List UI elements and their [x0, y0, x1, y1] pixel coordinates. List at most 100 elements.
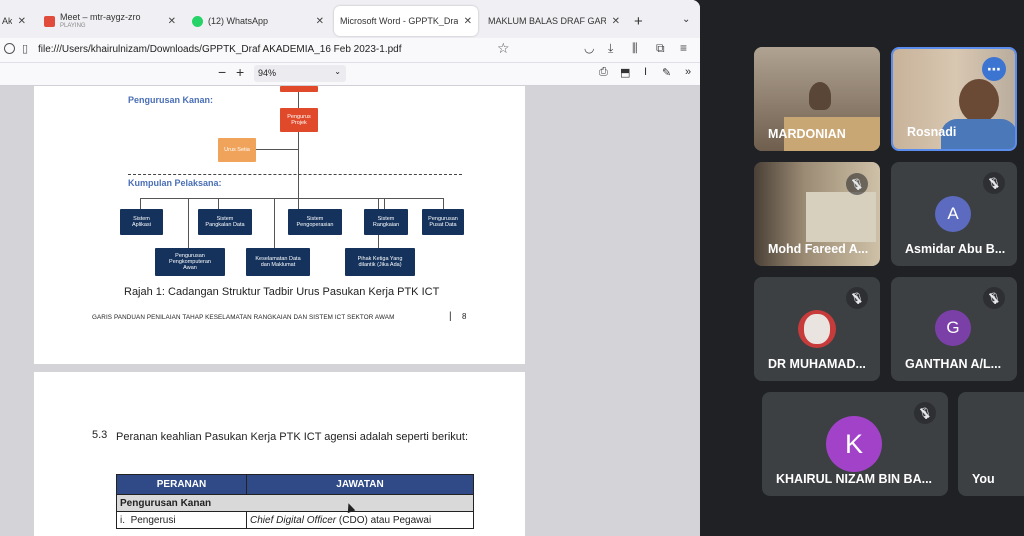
- bookmark-star-icon[interactable]: ☆: [497, 40, 510, 56]
- table-group-row: Pengurusan Kanan: [116, 494, 474, 512]
- window-shape: [806, 192, 876, 242]
- org-box-top: [280, 86, 318, 92]
- page-number: 8: [462, 312, 467, 321]
- self-view-tile[interactable]: You: [958, 392, 1024, 496]
- participant-tile[interactable]: A 🎙 Asmidar Abu B...: [891, 162, 1017, 266]
- org-box-pengkomputeran-awan: Pengurusan Pengkomputeran Awan: [155, 248, 225, 276]
- menu-icon[interactable]: ≡: [680, 41, 688, 55]
- zoom-value: 94%: [258, 68, 277, 78]
- pdf-viewer[interactable]: Pengurusan Kanan: Pengurus Projek Urus S…: [0, 86, 700, 536]
- participant-name: KHAIRUL NIZAM BIN BA...: [776, 472, 933, 486]
- org-connector: [140, 198, 443, 199]
- zoom-in-button[interactable]: +: [236, 64, 245, 80]
- tab-bar: Akti ✕ Meet – mtr-aygz-zro PLAYING ✕ (12…: [0, 0, 700, 38]
- figure-caption: Rajah 1: Cadangan Struktur Tadbir Urus P…: [124, 286, 440, 298]
- section-text: Peranan keahlian Pasukan Kerja PTK ICT a…: [116, 431, 469, 443]
- org-box-keselamatan-data: Keselamatan Data dan Maklumat: [246, 248, 310, 276]
- save-icon[interactable]: ⬒: [620, 67, 631, 79]
- navigation-bar: [0, 38, 700, 62]
- participant-tile[interactable]: MARDONIAN: [754, 47, 880, 151]
- person-head-shape: [959, 79, 999, 123]
- close-tab-icon[interactable]: ✕: [463, 15, 472, 27]
- tab-whatsapp[interactable]: (12) WhatsApp ✕: [186, 6, 330, 36]
- org-box-sistem-pangkalan-data: Sistem Pangkalan Data: [198, 209, 252, 235]
- org-box-pihak-ketiga: Pihak Ketiga Yang dilantik (Jika Ada): [345, 248, 415, 276]
- close-tab-icon[interactable]: ✕: [167, 15, 176, 27]
- avatar: K: [826, 416, 882, 472]
- org-connector: [298, 92, 299, 108]
- page-icon: ▯: [22, 43, 29, 55]
- org-connector: [443, 198, 444, 209]
- tab-label: Microsoft Word - GPPTK_Draf Akte: [340, 16, 458, 26]
- download-icon[interactable]: ⤓: [608, 41, 614, 55]
- zoom-out-button[interactable]: −: [218, 64, 227, 80]
- participant-tile[interactable]: 🎙 DR MUHAMAD...: [754, 277, 880, 381]
- org-connector: [298, 198, 299, 209]
- participant-name: DR MUHAMAD...: [768, 357, 866, 371]
- group-pengurusan-kanan: Pengurusan Kanan: [116, 494, 474, 512]
- pocket-icon[interactable]: ◡: [584, 41, 595, 55]
- tab-maklum-balas[interactable]: MAKLUM BALAS DRAF GARIS PAND ✕: [482, 6, 626, 36]
- pdf-page-8: Pengurusan Kanan: Pengurus Projek Urus S…: [34, 86, 525, 364]
- double-chevron-right-icon[interactable]: »: [685, 66, 692, 78]
- tab-word-pdf[interactable]: Microsoft Word - GPPTK_Draf Akte ✕: [334, 6, 478, 36]
- text-cursor-icon[interactable]: I: [644, 66, 648, 78]
- participant-tile[interactable]: K 🎙 KHAIRUL NIZAM BIN BA...: [762, 392, 948, 496]
- section-number: 5.3: [92, 429, 108, 441]
- org-connector: [384, 198, 385, 209]
- org-connector: [298, 132, 299, 208]
- table-row: i. Pengerusi Chief Digital Officer (CDO)…: [116, 511, 474, 529]
- new-tab-icon[interactable]: +: [634, 13, 643, 30]
- org-connector: [218, 198, 219, 209]
- avatar: [798, 310, 836, 348]
- header-jawatan: JAWATAN: [246, 474, 474, 495]
- chevron-down-icon[interactable]: ⌄: [682, 14, 691, 25]
- mic-muted-icon: 🎙: [983, 172, 1005, 194]
- org-box-pengurusan-pusat-data: Pengurusan Pusat Data: [422, 209, 464, 235]
- org-connector: [140, 198, 141, 209]
- role-cell: i. Pengerusi: [116, 511, 247, 529]
- tab-meet[interactable]: Meet – mtr-aygz-zro PLAYING ✕: [38, 6, 182, 36]
- participant-name: Rosnadi: [907, 125, 957, 139]
- org-box-sistem-rangkaian: Sistem Rangkaian: [364, 209, 408, 235]
- info-icon[interactable]: [4, 43, 15, 54]
- tab-label: (12) WhatsApp: [208, 16, 269, 26]
- library-icon[interactable]: ⫼: [632, 41, 638, 55]
- tab-akti[interactable]: Akti ✕: [0, 6, 32, 36]
- row-number: i.: [120, 514, 125, 526]
- participant-tile[interactable]: G 🎙 GANTHAN A/L...: [891, 277, 1017, 381]
- close-tab-icon[interactable]: ✕: [315, 15, 324, 27]
- org-box-sistem-aplikasi: Sistem Aplikasi: [120, 209, 163, 235]
- meet-favicon-icon: [44, 15, 55, 27]
- participant-name: MARDONIAN: [768, 127, 846, 141]
- participant-name: Mohd Fareed A...: [768, 242, 869, 256]
- avatar-photo-shape: [804, 314, 830, 344]
- url-field[interactable]: file:///Users/khairulnizam/Downloads/GPP…: [38, 44, 402, 55]
- person-shape: [809, 82, 831, 110]
- participant-tile[interactable]: 🎙 Mohd Fareed A...: [754, 162, 880, 266]
- more-options-icon[interactable]: ⋯: [982, 57, 1006, 81]
- post-rest: (CDO) atau Pegawai: [336, 514, 432, 526]
- heading-kumpulan-pelaksana: Kumpulan Pelaksana:: [128, 178, 222, 188]
- org-connector: [274, 198, 275, 248]
- print-icon[interactable]: ⎙: [599, 66, 608, 78]
- mic-muted-icon: 🎙: [846, 287, 868, 309]
- avatar: G: [935, 310, 971, 346]
- org-box-urus-setia: Urus Setia: [218, 138, 256, 162]
- page-footer: GARIS PANDUAN PENILAIAN TAHAP KESELAMATA…: [92, 314, 395, 321]
- draw-icon[interactable]: ✎: [662, 67, 672, 79]
- avatar: A: [935, 196, 971, 232]
- tab-label: Akti: [2, 16, 12, 26]
- footer-divider: |: [449, 311, 452, 322]
- close-tab-icon[interactable]: ✕: [611, 15, 620, 27]
- extensions-icon[interactable]: ⧉: [656, 41, 665, 55]
- heading-pengurusan-kanan: Pengurusan Kanan:: [128, 95, 214, 105]
- org-box-pengurus-projek: Pengurus Projek: [280, 108, 318, 132]
- zoom-select[interactable]: 94% ⌄: [254, 65, 346, 82]
- close-tab-icon[interactable]: ✕: [17, 15, 26, 27]
- participant-tile-active[interactable]: Rosnadi: [891, 47, 1017, 151]
- role-name: Pengerusi: [130, 514, 176, 526]
- chevron-down-icon: ⌄: [334, 67, 341, 76]
- whatsapp-favicon-icon: [192, 15, 203, 27]
